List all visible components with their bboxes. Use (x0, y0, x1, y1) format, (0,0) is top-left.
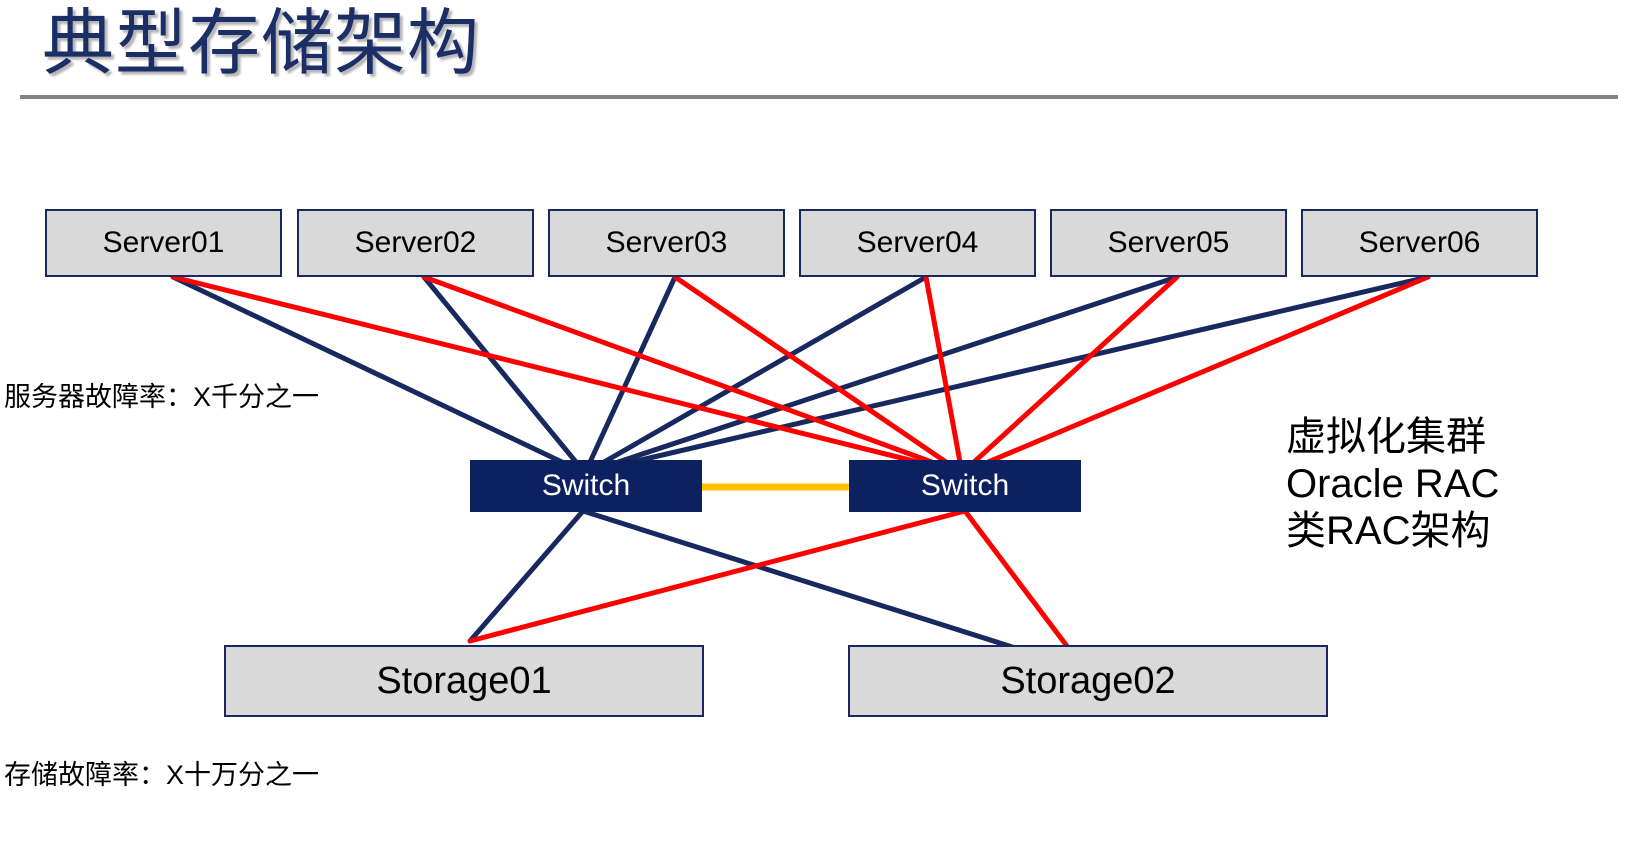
switch-label: Switch (541, 469, 631, 502)
server-to-switch1-links (170, 274, 1431, 476)
storage-label: Storage01 (376, 659, 552, 702)
storage-box-2[interactable]: Storage02 (848, 645, 1328, 717)
architecture-note-line-1: 虚拟化集群 (1286, 415, 1486, 459)
architecture-note: 虚拟化集群 Oracle RAC 类RAC架构 (1286, 414, 1499, 555)
server-label: Server05 (1107, 226, 1230, 259)
server-label: Server04 (856, 226, 979, 259)
server-label: Server03 (605, 226, 728, 259)
server-label: Server02 (354, 226, 477, 259)
server-box-3[interactable]: Server03 (548, 209, 785, 277)
server-to-switch2-links (170, 274, 1431, 476)
storage-failure-rate-note: 存储故障率：X十万分之一 (4, 760, 320, 790)
switch-box-2[interactable]: Switch (849, 460, 1081, 512)
server-box-5[interactable]: Server05 (1050, 209, 1287, 277)
switch1-to-storage-links (467, 508, 1088, 673)
server-box-2[interactable]: Server02 (297, 209, 534, 277)
server-box-4[interactable]: Server04 (799, 209, 1036, 277)
server-box-1[interactable]: Server01 (45, 209, 282, 277)
architecture-note-line-3: 类RAC架构 (1286, 509, 1491, 553)
server-label: Server01 (102, 226, 225, 259)
switch2-to-storage-links (467, 508, 1088, 673)
storage-box-1[interactable]: Storage01 (224, 645, 704, 717)
switch-label: Switch (920, 469, 1010, 502)
title-divider (20, 95, 1618, 99)
architecture-note-line-2: Oracle RAC (1286, 462, 1500, 506)
server-label: Server06 (1358, 226, 1481, 259)
server-box-6[interactable]: Server06 (1301, 209, 1538, 277)
page-title: 典型存储架构 (42, 4, 481, 84)
server-failure-rate-note: 服务器故障率：X千分之一 (4, 382, 320, 412)
storage-label: Storage02 (1000, 659, 1176, 702)
switch-box-1[interactable]: Switch (470, 460, 702, 512)
